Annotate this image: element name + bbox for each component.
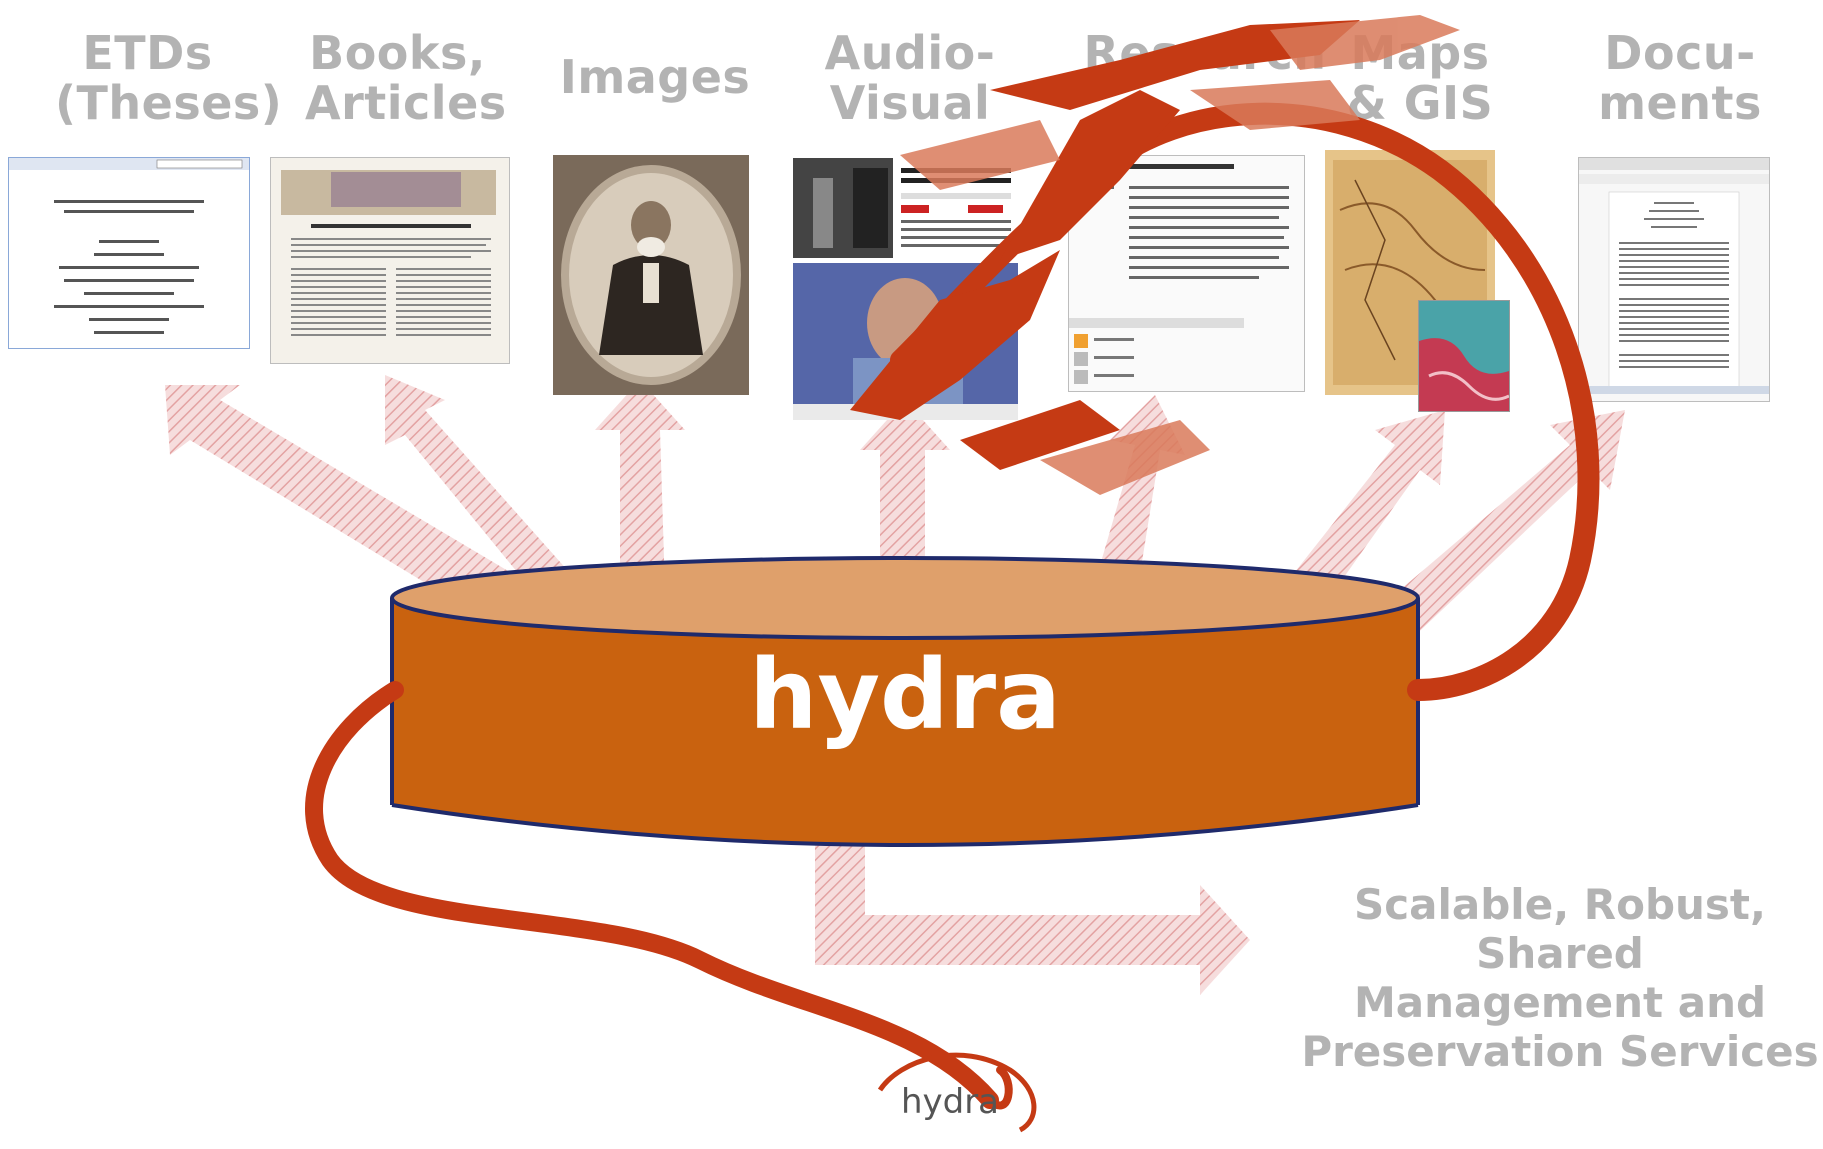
hydra-core-label: hydra (749, 639, 1061, 751)
label-documents: Docu- ments (1598, 26, 1762, 130)
label-books: Books, Articles (305, 26, 507, 130)
arrow-to-etds (165, 385, 515, 610)
arrow-to-documents (1365, 410, 1625, 645)
arrow-to-images (595, 380, 685, 590)
arrow-to-audio-visual (860, 400, 950, 590)
portrait-thumbnail (553, 155, 749, 395)
hydra-cylinder (390, 556, 1420, 847)
research-thumbnail (1068, 155, 1305, 392)
hydra-logo-label: hydra (900, 1082, 1000, 1122)
services-label: Scalable, Robust, Shared Management and … (1301, 880, 1819, 1076)
gis-thumbnail (1418, 300, 1510, 412)
arrow-to-services (815, 830, 1250, 995)
arrow-to-books (385, 375, 585, 600)
document-thumbnail (1578, 157, 1770, 402)
arrow-to-maps (1265, 410, 1445, 625)
label-audio-visual: Audio- Visual (824, 26, 996, 130)
label-images: Images (559, 50, 751, 104)
article-thumbnail (270, 157, 510, 364)
etd-thumbnail (8, 157, 250, 349)
